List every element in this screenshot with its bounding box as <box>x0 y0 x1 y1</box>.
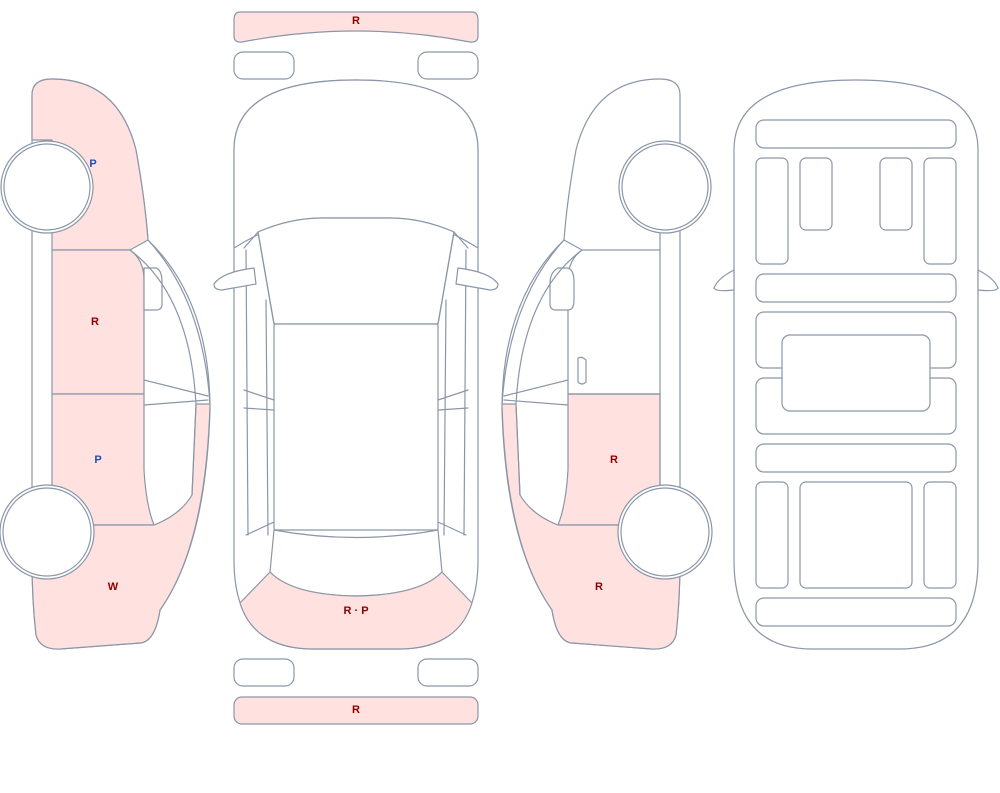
right-quarter-code: R <box>595 581 603 593</box>
roof[interactable] <box>273 323 439 531</box>
right-side-view <box>501 78 713 650</box>
underbody-right-mirror <box>977 269 999 292</box>
left-mirror-top[interactable] <box>213 267 257 291</box>
left-quarter-code: W <box>108 581 119 593</box>
left-rear-wheel <box>2 487 92 577</box>
rear-panel-interior[interactable] <box>755 597 957 627</box>
left-trunk-trim[interactable] <box>755 481 789 589</box>
right-front-door-panel[interactable] <box>923 157 957 265</box>
left-side-view <box>0 78 211 650</box>
front-left-lamp[interactable] <box>233 51 295 80</box>
underbody-view <box>713 79 999 650</box>
windshield[interactable] <box>257 217 455 325</box>
right-window-frame <box>501 239 583 496</box>
rear-seat-back[interactable] <box>755 443 957 473</box>
trunk-lid[interactable] <box>239 571 473 650</box>
left-rear-door-code: P <box>94 454 101 466</box>
rear-window[interactable] <box>269 529 443 597</box>
right-mirror-top[interactable] <box>455 267 499 291</box>
rear-right-lamp[interactable] <box>417 658 479 687</box>
rear-left-lamp[interactable] <box>233 658 295 687</box>
left-side-mirror[interactable] <box>143 267 163 311</box>
left-front-door-panel[interactable] <box>755 157 789 265</box>
right-rear-door-code: R <box>610 454 618 466</box>
top-view <box>213 79 499 650</box>
front-bumper-code: R <box>352 15 360 27</box>
right-panel-seams <box>563 149 661 526</box>
right-rear-wheel <box>620 487 710 577</box>
trunk-lid-code: R · P <box>343 605 368 617</box>
right-side-mirror[interactable] <box>549 267 575 311</box>
right-front-wheel <box>621 143 709 231</box>
front-right-lamp[interactable] <box>417 51 479 80</box>
right-trunk-trim[interactable] <box>923 481 957 589</box>
passenger-seat[interactable] <box>879 157 913 231</box>
center-console[interactable] <box>781 334 931 412</box>
rear-bumper[interactable] <box>233 696 479 725</box>
front-seat-backs[interactable] <box>755 273 957 303</box>
left-window-frame <box>129 239 211 496</box>
driver-seat[interactable] <box>799 157 833 231</box>
left-front-wheel <box>3 143 91 231</box>
dashboard[interactable] <box>755 119 957 149</box>
left-front-door-code: R <box>91 316 99 328</box>
underbody-left-mirror <box>713 269 735 292</box>
rear-bumper-code: R <box>352 704 360 716</box>
right-door-handle[interactable] <box>577 356 587 385</box>
front-bumper[interactable] <box>233 11 479 43</box>
top-view-pillars <box>243 231 469 536</box>
left-front-fender-code: P <box>89 158 96 170</box>
trunk-floor[interactable] <box>799 481 913 589</box>
